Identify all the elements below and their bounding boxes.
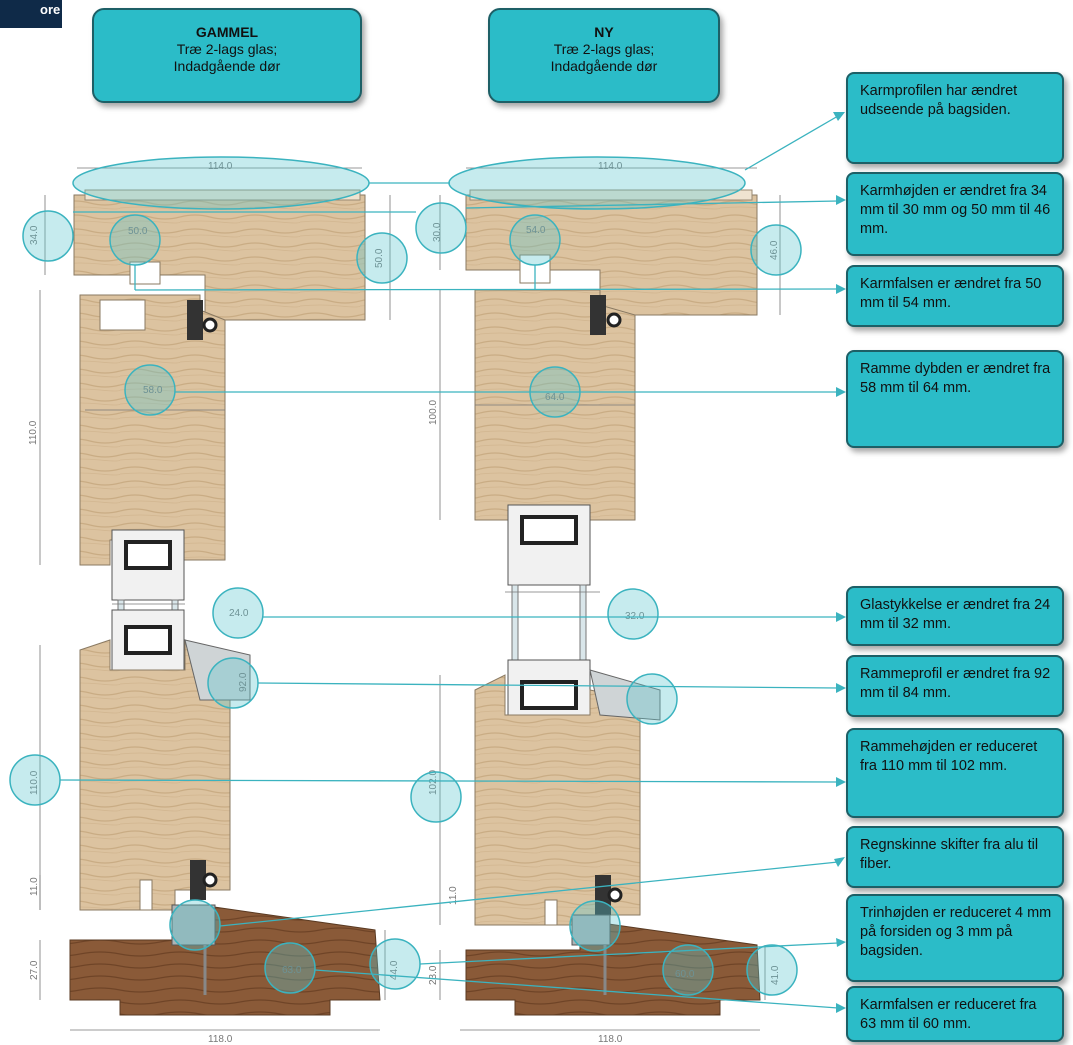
new-header-line1: Træ 2-lags glas; (553, 41, 655, 57)
brand-logo: ore (0, 0, 62, 28)
leader-lines (59, 115, 839, 1009)
new-step-marker (746, 944, 798, 996)
new-dim-threshold-fals: 60.0 (675, 969, 695, 980)
new-dim-threshold-back: 41.0 (770, 965, 781, 985)
old-dim-threshold-fals: 63.0 (282, 965, 302, 976)
new-section: 114.0 30.0 54.0 46.0 100.0 64.0 32.0 102… (428, 161, 781, 1045)
old-step-marker (369, 938, 421, 990)
new-frame-height-marker (410, 771, 462, 823)
callout-frame-height: Rammehøjden er reduceret fra 110 mm til … (846, 728, 1064, 818)
leader-arrowheads (833, 112, 846, 1013)
new-dim-bottom-width: 118.0 (598, 1034, 623, 1045)
new-dim-threshold-height: 23.0 (428, 965, 439, 985)
callout-frame-depth: Ramme dybden er ændret fra 58 mm til 64 … (846, 350, 1064, 448)
old-depth-marker (124, 364, 176, 416)
highlight-markers (9, 156, 802, 996)
old-header-line1: Træ 2-lags glas; (176, 41, 278, 57)
callout-glass-thickness: Glastykkelse er ændret fra 24 mm til 32 … (846, 586, 1064, 646)
old-dim-bottom-width: 118.0 (208, 1034, 233, 1045)
old-top-profile-marker (72, 156, 370, 210)
new-glass-marker (607, 588, 659, 640)
new-dim-karm-height-right: 46.0 (769, 240, 780, 260)
callout-frame-profile: Rammeprofil er ændret fra 92 mm til 84 m… (846, 655, 1064, 717)
callout-karm-fals: Karmfalsen er ændret fra 50 mm til 54 mm… (846, 265, 1064, 327)
callout-step-height: Trinhøjden er reduceret 4 mm på forsiden… (846, 894, 1064, 982)
old-dim-karm-fals: 50.0 (128, 226, 148, 237)
new-dim-frame-height-bottom: 102.0 (428, 770, 439, 795)
old-dim-threshold-height: 27.0 (29, 960, 40, 980)
new-rail-marker (569, 900, 621, 952)
old-upper-sash (79, 294, 226, 566)
new-dim-small-11: 11.0 (448, 886, 459, 905)
old-dim-karm-height-right: 50.0 (374, 248, 385, 268)
old-fals-bottom-marker (264, 942, 316, 994)
old-dim-profile: 92.0 (238, 672, 249, 692)
new-dim-top-width: 114.0 (598, 161, 623, 172)
old-dim-frame-height-top: 110.0 (28, 420, 39, 445)
old-threshold (69, 904, 381, 1016)
new-dim-karm-height-left: 30.0 (432, 222, 443, 242)
old-karm-right-marker (356, 232, 408, 284)
old-header-title: GAMMEL (195, 24, 259, 40)
new-dim-frame-height-top: 100.0 (428, 400, 439, 425)
old-dim-frame-depth: 58.0 (143, 385, 163, 396)
callout-rain-rail: Regnskinne skifter fra alu til fiber. (846, 826, 1064, 888)
new-karm-fals-marker (509, 214, 561, 266)
old-dim-glass: 24.0 (229, 608, 249, 619)
old-rail-marker (169, 899, 221, 951)
callout-threshold-fals: Karmfalsen er reduceret fra 63 mm til 60… (846, 986, 1064, 1042)
old-frame-height-marker (9, 754, 61, 806)
new-header-title: NY (594, 24, 614, 40)
new-dim-karm-fals: 54.0 (526, 225, 546, 236)
brand-logo-text: ore (40, 2, 61, 17)
new-karm-right-marker (750, 224, 802, 276)
callout-karm-height: Karmhøjden er ændret fra 34 mm til 30 mm… (846, 172, 1064, 256)
old-dim-karm-height-left: 34.0 (29, 225, 40, 245)
old-glass-marker (212, 587, 264, 639)
old-header-box: GAMMEL Træ 2-lags glas; Indadgående dør (92, 8, 362, 103)
old-karm-height-marker (22, 210, 74, 262)
new-dim-frame-depth: 64.0 (545, 392, 565, 403)
old-dim-frame-height-bottom: 110.0 (29, 770, 40, 795)
new-profile-marker (626, 673, 678, 725)
callout-karm-profile: Karmprofilen har ændret udseende på bags… (846, 72, 1064, 164)
old-header-line2: Indadgående dør (173, 58, 281, 74)
new-header-box: NY Træ 2-lags glas; Indadgående dør (488, 8, 720, 103)
new-header-line2: Indadgående dør (550, 58, 658, 74)
new-karm-height-marker (415, 202, 467, 254)
new-top-profile-marker (448, 156, 746, 210)
old-section: 114.0 34.0 50.0 50.0 110.0 58.0 24.0 92.… (28, 161, 400, 1045)
new-fals-bottom-marker (662, 944, 714, 996)
old-karm-fals-marker (109, 214, 161, 266)
old-profile-marker (207, 657, 259, 709)
old-dim-top-width: 114.0 (208, 161, 233, 172)
old-dim-threshold-back: 44.0 (389, 960, 400, 980)
old-dim-small-11: 11.0 (29, 877, 40, 896)
